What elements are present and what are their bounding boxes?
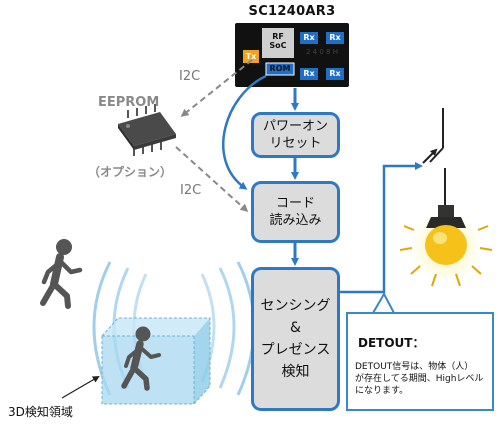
person-walking-icon — [40, 239, 83, 309]
chip-marking: 2 4 0 8 H — [306, 48, 338, 56]
detection-area-box — [101, 317, 211, 405]
i2c-line-top — [180, 59, 253, 117]
light-bulb-icon — [399, 205, 493, 287]
rom-label: ROM — [269, 64, 291, 73]
power-on-reset-step: パワーオン リセット — [251, 112, 340, 158]
rx-label: Rx — [303, 69, 315, 78]
detout-callout: DETOUT： DETOUT信号は、物体（人） が存在してる期間、Highレベル… — [346, 312, 494, 411]
rx-badge — [300, 32, 318, 44]
callout-tail — [372, 291, 395, 314]
eeprom-chip-icon — [118, 104, 176, 156]
area-pointer-arrow — [61, 375, 100, 399]
switch-icon — [422, 108, 446, 205]
i2c-label-bottom: I2C — [180, 183, 202, 198]
tx-badge — [243, 50, 259, 63]
detout-signal-line — [340, 162, 423, 294]
detout-title: DETOUT： — [358, 336, 425, 350]
code-load-step: コード 読み込み — [251, 181, 340, 243]
rf-soc-block — [262, 28, 294, 58]
person-in-area-icon — [121, 326, 161, 391]
rx-label: Rx — [329, 69, 341, 78]
rom-block — [265, 62, 295, 76]
detout-description: DETOUT信号は、物体（人） が存在してる期間、Highレベル になります。 — [355, 362, 484, 396]
rx-label: Rx — [329, 33, 341, 42]
i2c-label-top: I2C — [179, 69, 201, 84]
chip-module — [235, 23, 349, 87]
rx-label: Rx — [303, 33, 315, 42]
tx-label: Tx — [245, 52, 257, 61]
rx-badge — [300, 68, 318, 80]
i2c-line-bottom — [175, 146, 249, 213]
rom-to-code-arrow — [222, 74, 267, 190]
rx-badge — [326, 68, 344, 80]
rx-badge — [326, 32, 344, 44]
eeprom-label: EEPROM — [98, 95, 160, 110]
chip-name: SC1240AR3 — [248, 4, 336, 19]
sensing-presence-step: センシング & プレゼンス 検知 — [251, 267, 340, 411]
detection-area-label: 3D検知領域 — [8, 405, 73, 419]
rf-soc-label: RF SoC — [269, 32, 287, 50]
eeprom-optional-label: （オプション） — [88, 165, 173, 179]
